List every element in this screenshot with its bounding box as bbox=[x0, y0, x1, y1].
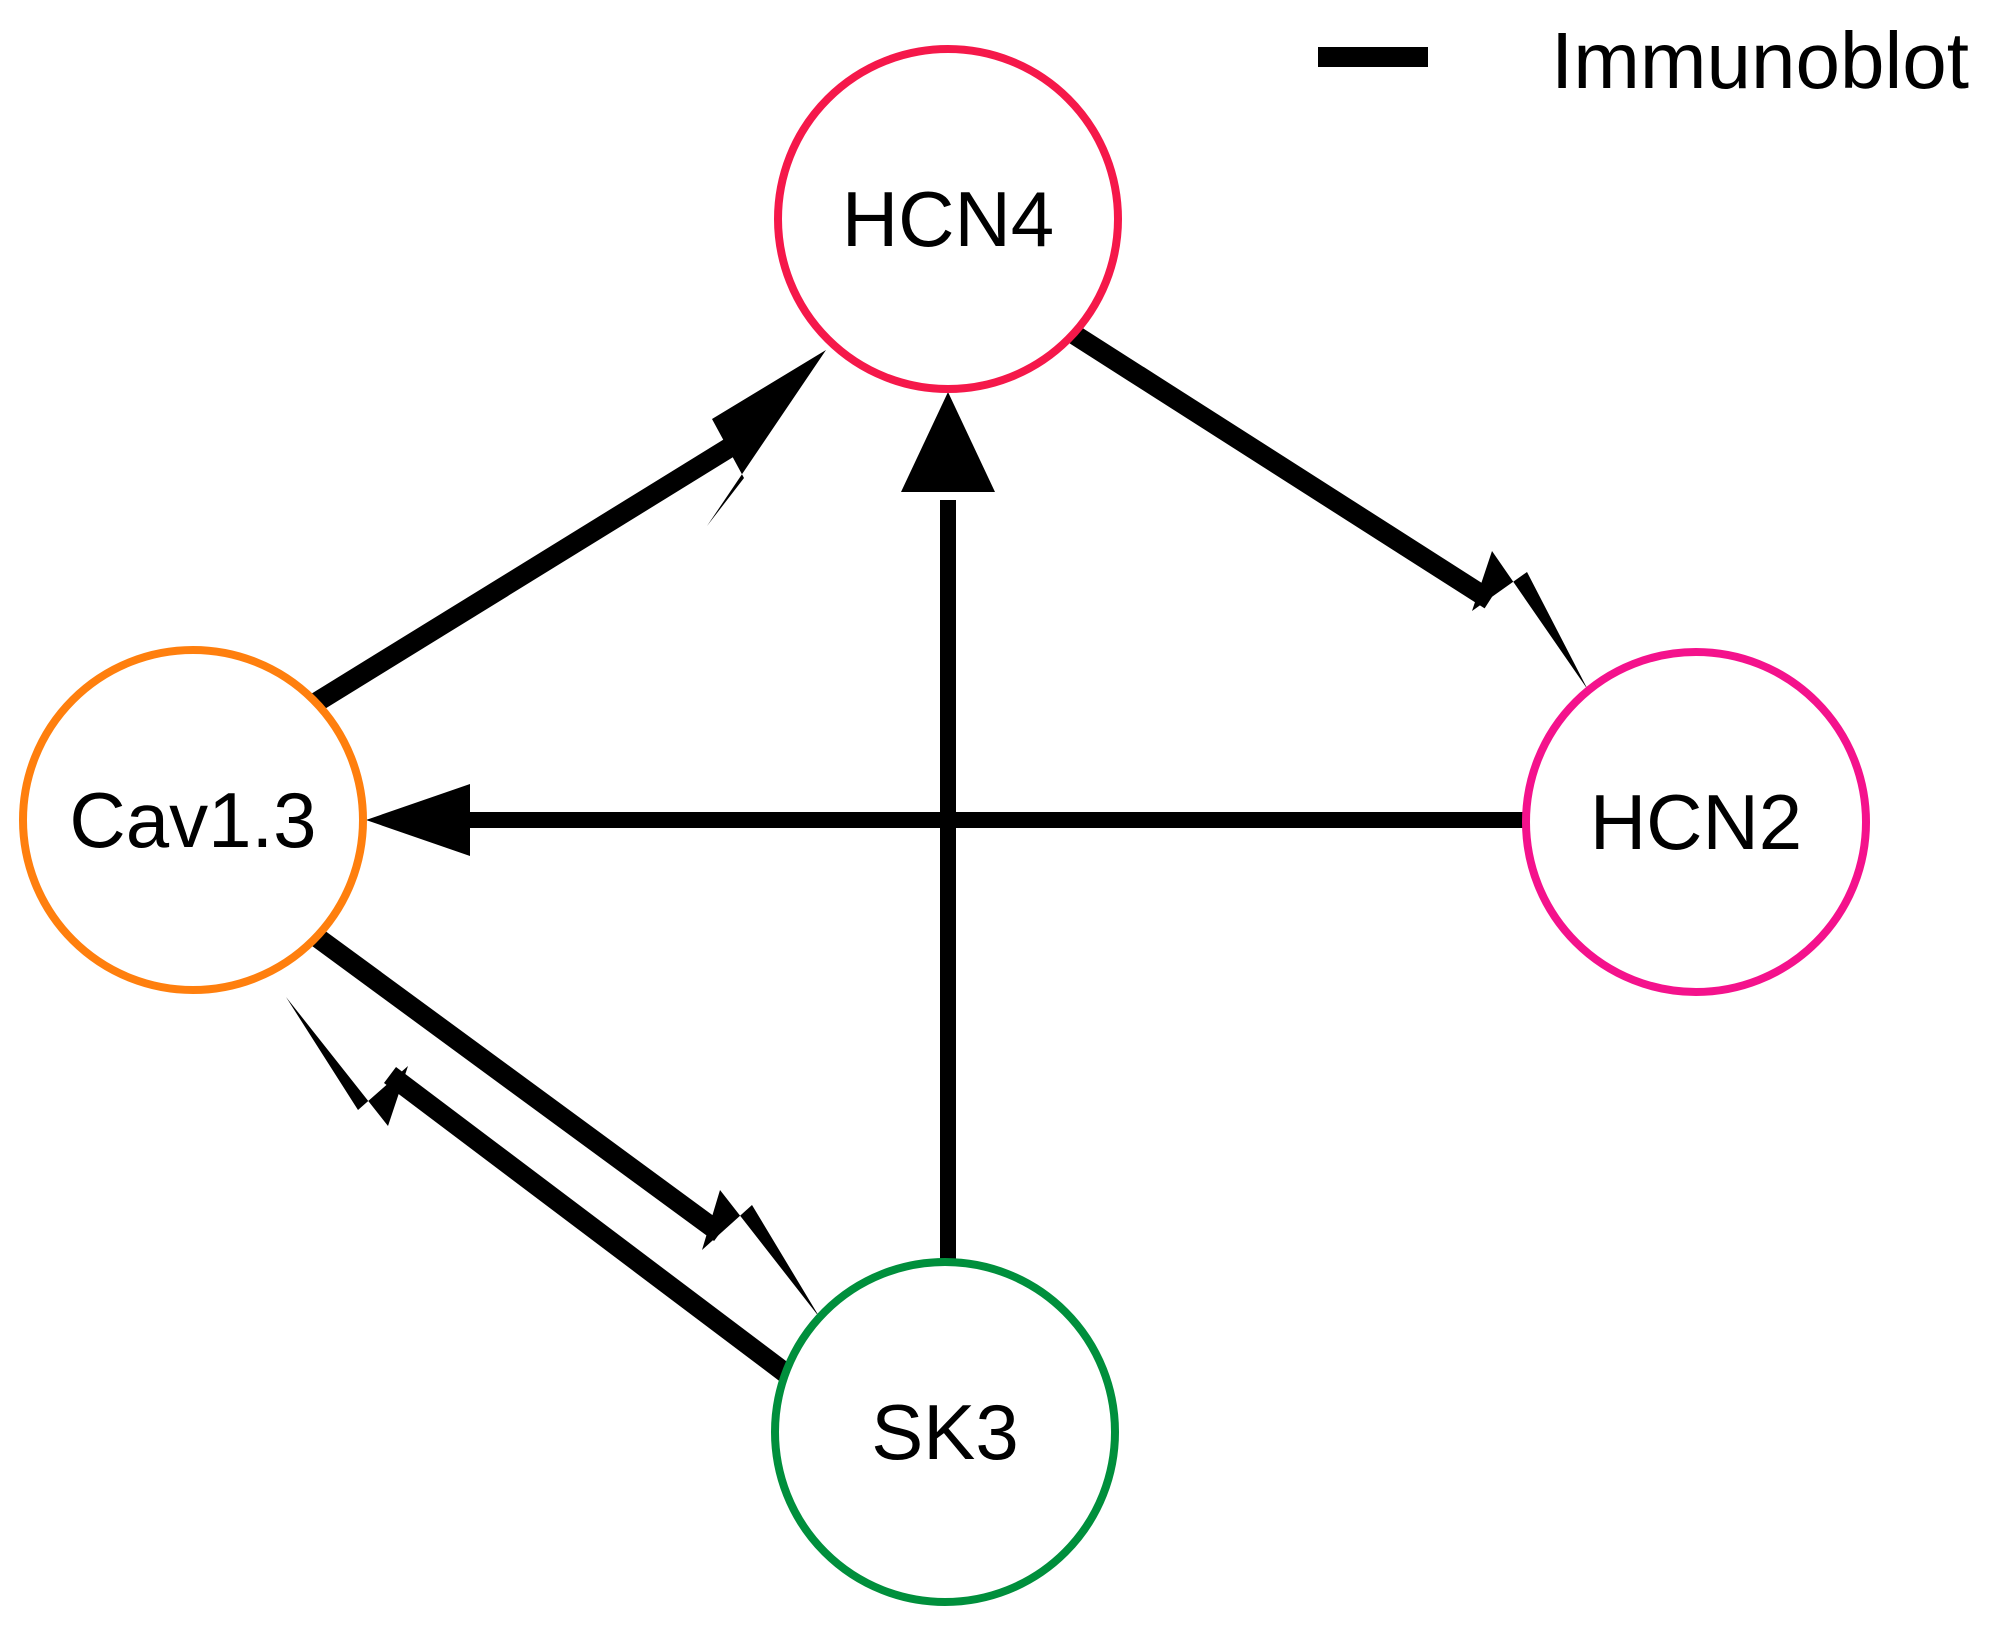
node-hcn4-label: HCN4 bbox=[842, 175, 1054, 263]
edge-cav13-to-hcn4[interactable] bbox=[311, 350, 826, 711]
edge-hcn4-to-hcn2-arrowhead bbox=[1472, 551, 1588, 690]
edge-cav13-to-hcn4-arrowhead bbox=[707, 350, 826, 526]
edge-sk3-to-cav13-shaft bbox=[383, 1067, 795, 1383]
node-hcn4-circle bbox=[774, 45, 1122, 393]
edge-hcn4-to-hcn2[interactable] bbox=[1069, 326, 1588, 690]
edge-hcn2-to-cav13[interactable] bbox=[366, 784, 1525, 856]
edge-sk3-to-cav13-arrowhead bbox=[286, 997, 408, 1126]
edge-cav13-to-hcn4-shaft bbox=[311, 429, 751, 711]
legend-item-immunoblot[interactable]: Immunoblot bbox=[1318, 16, 1969, 105]
node-hcn2[interactable]: HCN2 bbox=[1522, 648, 1870, 996]
edge-cav13-to-sk3-arrowhead bbox=[702, 1190, 820, 1318]
edge-sk3-to-hcn4[interactable] bbox=[901, 392, 995, 1265]
node-cav13-circle bbox=[19, 646, 367, 994]
node-cav13[interactable]: Cav1.3 bbox=[19, 646, 367, 994]
legend-item-label: Immunoblot bbox=[1551, 16, 1969, 105]
node-sk3-label: SK3 bbox=[871, 1388, 1018, 1476]
edge-cav13-to-sk3-shaft bbox=[312, 929, 726, 1242]
edge-sk3-to-hcn4-arrowhead bbox=[901, 392, 995, 492]
node-hcn2-circle bbox=[1522, 648, 1870, 996]
edge-hcn2-to-cav13-arrowhead bbox=[366, 784, 470, 856]
edge-cav13-to-sk3[interactable] bbox=[312, 929, 820, 1318]
edge-hcn4-to-hcn2-shaft bbox=[1069, 326, 1496, 609]
node-hcn4[interactable]: HCN4 bbox=[774, 45, 1122, 393]
node-cav13-label: Cav1.3 bbox=[69, 776, 316, 864]
legend: Immunoblot bbox=[1318, 16, 1969, 105]
node-sk3[interactable]: SK3 bbox=[771, 1258, 1119, 1606]
node-hcn2-label: HCN2 bbox=[1590, 778, 1802, 866]
edge-sk3-to-cav13[interactable] bbox=[286, 997, 795, 1383]
node-sk3-circle bbox=[771, 1258, 1119, 1606]
